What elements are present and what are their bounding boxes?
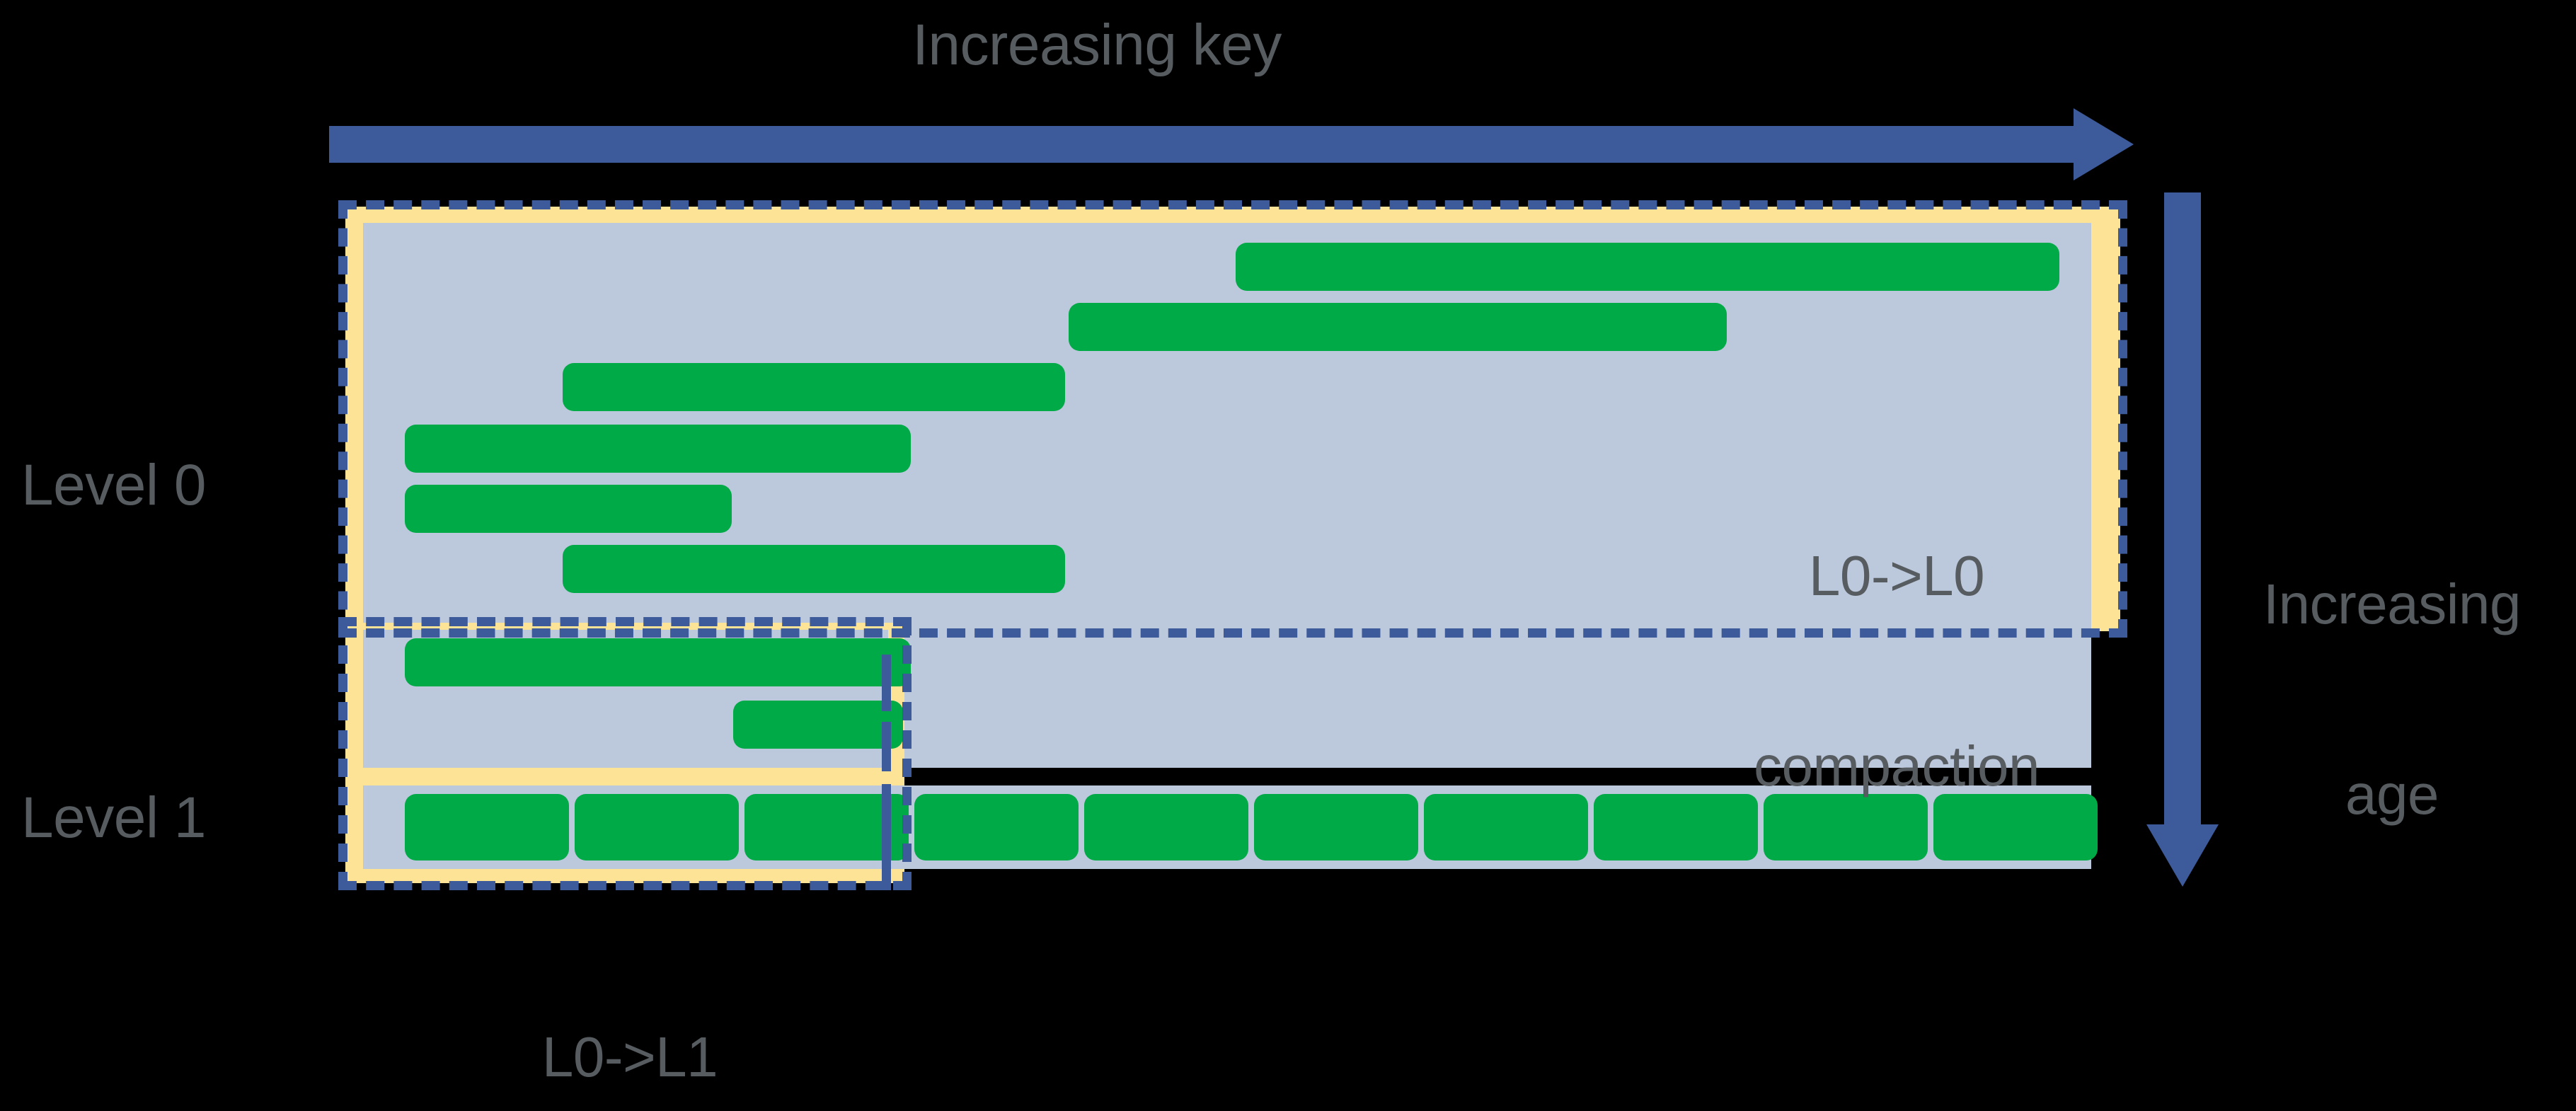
level0-sstable <box>733 701 903 749</box>
increasing-age-arrow-shaft <box>2164 192 2201 829</box>
increasing-age-label-line1: Increasing <box>2262 572 2522 636</box>
l0l1-boundary-segment-mid <box>882 722 891 771</box>
right-arrow-icon <box>2074 108 2134 180</box>
l0-to-l1-compaction-label: L0->L1 compaction <box>326 899 934 1111</box>
l0-to-l0-label-line2: compaction <box>1753 734 2040 798</box>
l0-to-l0-label-line1: L0->L0 <box>1808 544 1985 608</box>
increasing-key-arrow-shaft <box>329 126 2091 163</box>
l0l1-boundary-segment-top <box>882 655 891 711</box>
level0-sstable <box>1236 243 2059 291</box>
level0-sstable <box>405 485 732 533</box>
l0l1-boundary-segment-bottom <box>882 784 891 890</box>
level0-sstable <box>405 425 911 473</box>
level1-sstable <box>914 794 1079 860</box>
level-1-label: Level 1 <box>21 785 206 850</box>
level1-sstable <box>1594 794 1758 860</box>
increasing-key-label: Increasing key <box>912 13 1282 77</box>
level1-sstable <box>1254 794 1418 860</box>
l0-to-l1-label-line1: L0->L1 <box>541 1025 718 1089</box>
level1-sstable <box>1084 794 1248 860</box>
increasing-age-label: Increasing age <box>2222 446 2562 953</box>
level1-sstable <box>575 794 739 860</box>
level-separator-highlight-overlap <box>345 768 904 785</box>
level1-sstable <box>1933 794 2098 860</box>
l0-to-l0-compaction-label: L0->L0 compaction <box>1698 418 2095 925</box>
increasing-age-label-line2: age <box>2345 762 2439 826</box>
l0-to-l0-compaction-outline <box>338 200 2127 638</box>
level1-sstable <box>1424 794 1588 860</box>
level0-sstable <box>563 545 1065 593</box>
level0-sstable <box>405 638 911 686</box>
level0-sstable <box>1069 303 1727 351</box>
l0-to-l1-compaction-outline <box>338 617 912 890</box>
level1-sstable <box>1764 794 1928 860</box>
level0-sstable <box>563 363 1065 411</box>
level1-sstable <box>744 794 909 860</box>
down-arrow-icon <box>2146 824 2219 887</box>
level1-sstable <box>405 794 569 860</box>
level-0-label: Level 0 <box>21 453 206 517</box>
